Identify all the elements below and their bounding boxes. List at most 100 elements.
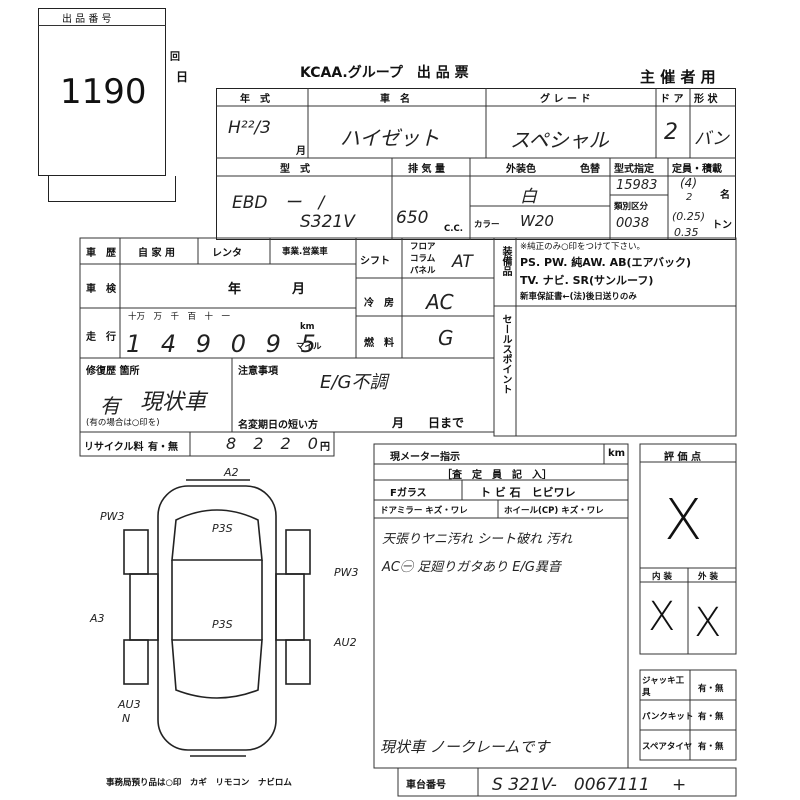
soko-units: 十万 万 千 百 十 一 — [128, 312, 231, 322]
soko-value: 1 4 9 0 9 5 — [126, 330, 322, 358]
shaken-nen: 年 — [228, 282, 242, 297]
km-label: km — [300, 322, 315, 332]
meigi-nichi: 日まで — [428, 416, 465, 430]
rental-label: レンタ — [212, 248, 242, 259]
wheel-label: ホイール(CP) キズ・ワレ — [504, 506, 604, 516]
shaken-label: 車 検 — [86, 284, 116, 295]
cc-label: 排 気 量 — [408, 164, 445, 175]
shift-option-floor: フロア — [410, 242, 436, 252]
katashiki-value-1: EBD ー / — [232, 193, 325, 213]
door-label: ド ア — [660, 94, 684, 105]
jigyo-label: 事業.営業車 — [282, 247, 328, 257]
glass-options: ト ビ 石 ヒビワレ — [480, 486, 576, 499]
katashitei-value: 15983 — [616, 178, 658, 193]
damage-au2: AU2 — [334, 636, 357, 649]
shift-value: AT — [452, 252, 473, 272]
color-code-value: W20 — [520, 212, 554, 230]
damage-p3s-rear: P3S — [212, 618, 233, 631]
katashiki-value-2: S321V — [300, 212, 355, 232]
kai-label: 回 — [170, 52, 180, 63]
f-glass-label: Fガラス — [390, 488, 427, 499]
model-name-label: 車 名 — [380, 94, 410, 105]
spare-opt: 有・無 — [698, 742, 724, 752]
meter-unit: km — [608, 448, 626, 459]
satei-note-3: 現状車 ノークレームです — [380, 738, 550, 756]
color-code-label: カラー — [474, 220, 500, 230]
katashiki-label: 型 式 — [280, 164, 310, 175]
nen-value: H²²/3 — [228, 118, 271, 138]
mirror-label: ドアミラー キズ・ワレ — [380, 506, 468, 516]
top-table — [216, 88, 736, 240]
tsuki-label: 月 — [296, 146, 306, 157]
soko-label: 走 行 — [86, 332, 116, 343]
damage-a2: A2 — [224, 466, 239, 479]
chui-label: 注意事項 — [238, 366, 278, 377]
shift-option-column: コラム — [410, 254, 436, 264]
fuel-label: 燃 料 — [364, 338, 394, 349]
repair-note: 現状車 — [140, 390, 207, 415]
ton-label: トン — [712, 220, 732, 231]
satei-note-1: 天張りヤニ汚れ シート破れ 汚れ — [382, 532, 573, 547]
recycle-options: 有・無 — [148, 442, 178, 453]
shift-label: シフト — [360, 256, 390, 267]
damage-au3: AU3 — [118, 698, 141, 711]
color-value: 白 — [520, 187, 537, 207]
repair-label: 修復歴 箇所 — [86, 366, 140, 377]
damage-a3: A3 — [90, 612, 105, 625]
satei-title: ［査 定 員 記 入］ — [442, 470, 552, 481]
shaken-tsuki: 月 — [292, 282, 306, 297]
lot-label: 出 品 番 号 — [62, 14, 112, 25]
puncture-label: パンクキット — [642, 712, 694, 722]
katashitei-label: 型式指定 — [614, 164, 654, 175]
teiin-value-2: 2 — [686, 192, 693, 203]
satei-note-2: AC㊀ 足廻りガタあり E/G異音 — [382, 560, 561, 575]
door-value: 2 — [664, 120, 678, 145]
teiin-value-1: (4) — [680, 176, 697, 190]
equip-line-2: TV. ナビ. SR(サンルーフ) — [520, 274, 654, 287]
form-title: KCAA.グループ 出 品 票 — [300, 65, 469, 81]
model-name-value: ハイゼット — [340, 126, 440, 150]
sales-point-label: セールスポイント — [500, 314, 511, 394]
equip-line-3: 新車保証書←(法)後日送りのみ — [520, 292, 637, 302]
mei-label: 名 — [720, 190, 730, 201]
seki-value-1: (0.25) — [672, 210, 706, 223]
repair-small: (有の場合は○印を) — [86, 418, 160, 428]
damage-p3s-front: P3S — [212, 522, 233, 535]
damage-pw3-left: PW3 — [100, 510, 125, 523]
damage-pw3-right: PW3 — [334, 566, 359, 579]
lot-label-cell — [38, 8, 166, 26]
naisou-mark: X — [648, 594, 676, 640]
jack-opt: 有・無 — [698, 684, 724, 694]
teiin-label: 定員・積載 — [672, 164, 722, 175]
recycle-value: 8 2 2 0 — [226, 434, 324, 453]
grade-value: スペシャル — [510, 128, 609, 152]
meigi-label: 名変期日の短い方 — [238, 420, 318, 431]
ruibetsu-label: 類別区分 — [614, 202, 649, 212]
recycle-label: リサイクル料 — [84, 442, 144, 453]
puncture-opt: 有・無 — [698, 712, 724, 722]
ruibetsu-value: 0038 — [616, 216, 650, 231]
nen-label: 年 式 — [240, 94, 270, 105]
shareki-options: 自 家 用 — [138, 248, 175, 259]
naisou-label: 内 装 — [652, 572, 672, 582]
meigi-tsuki: 月 — [392, 416, 405, 430]
jack-label: ジャッキ工具 — [642, 676, 685, 698]
gaisou-label: 外 装 — [698, 572, 718, 582]
lot-number-box — [38, 8, 166, 176]
equip-line-1: PS. PW. 純AW. AB(エアバック) — [520, 256, 692, 269]
repair-value: 有 — [100, 394, 120, 418]
gaisou-mark: X — [694, 600, 722, 646]
score-mark: X — [664, 488, 703, 553]
cc-value: 650 — [396, 208, 429, 228]
damage-n: N — [122, 712, 131, 725]
host-label: 主 催 者 用 — [640, 68, 716, 86]
meter-label: 現メーター指示 — [390, 452, 460, 463]
shift-option-panel: パネル — [410, 266, 436, 276]
score-label: 評 価 点 — [664, 452, 701, 463]
cooler-value: AC — [426, 290, 454, 314]
fuel-value: G — [438, 326, 454, 350]
equip-note: ※純正のみ○印をつけて下さい。 — [520, 242, 646, 252]
frame-label: 車台番号 — [406, 780, 446, 791]
